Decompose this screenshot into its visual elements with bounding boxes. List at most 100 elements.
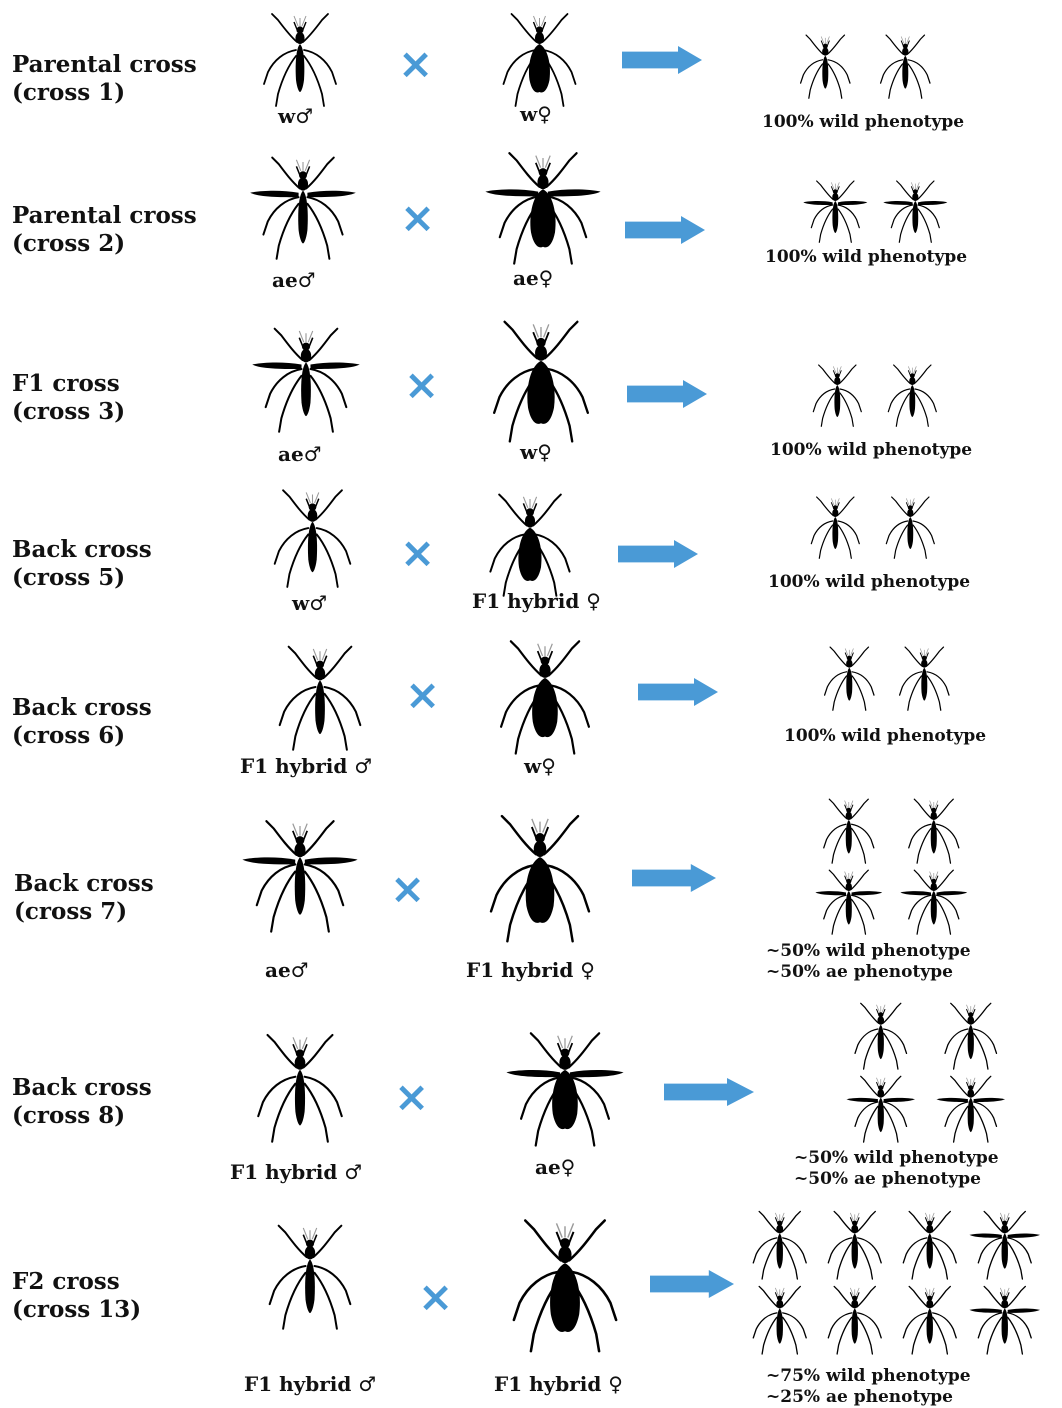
cross-symbol: ×	[394, 1072, 430, 1121]
result-arrow-icon	[618, 540, 698, 568]
cross-symbol: ×	[390, 864, 426, 913]
offspring-wild-mosquito-icon	[827, 1210, 882, 1280]
cross-row-4: Back cross (cross 5) w♂ × F1 hybrid ♀ 10…	[0, 0, 1062, 620]
cross-label: F1 cross (cross 3)	[12, 370, 125, 426]
offspring-wild-mosquito-icon	[799, 34, 851, 99]
offspring-wild-mosquito-icon	[899, 646, 950, 711]
offspring-wild-mosquito-icon	[902, 1210, 957, 1280]
female-mosquito-icon	[493, 320, 589, 443]
cross-name: F2 cross	[12, 1268, 120, 1295]
male-mosquito-icon	[268, 1224, 352, 1330]
offspring-wild-mosquito-icon	[827, 1285, 882, 1355]
phenotype-line: ~75% wild phenotype	[766, 1366, 971, 1386]
offspring-group	[795, 176, 955, 244]
cross-label: Back cross (cross 5)	[12, 536, 152, 592]
offspring-wild-mosquito-icon	[810, 496, 861, 559]
cross-symbol: ×	[400, 193, 436, 242]
female-label: F1 hybrid ♀	[466, 958, 595, 982]
phenotype-line: 100% wild phenotype	[770, 440, 973, 460]
cross-label: Back cross (cross 6)	[12, 694, 152, 750]
male-mosquito-icon	[252, 327, 360, 433]
cross-label: Parental cross (cross 2)	[12, 202, 197, 258]
male-label: w♂	[278, 104, 314, 128]
male-label: F1 hybrid ♂	[244, 1372, 377, 1396]
cross-label: Back cross (cross 7)	[14, 870, 154, 926]
offspring-phenotype-text: ~75% wild phenotype ~25% ae phenotype	[766, 1366, 971, 1408]
offspring-ae-mosquito-icon	[803, 180, 867, 243]
offspring-group	[836, 998, 1016, 1144]
offspring-wild-mosquito-icon	[752, 1285, 807, 1355]
male-mosquito-icon	[250, 156, 356, 260]
offspring-ae-mosquito-icon	[969, 1285, 1040, 1355]
male-label: F1 hybrid ♂	[230, 1160, 363, 1184]
result-arrow-icon	[625, 216, 705, 244]
offspring-phenotype-text: ~50% wild phenotype ~50% ae phenotype	[766, 941, 971, 983]
offspring-ae-mosquito-icon	[936, 1075, 1006, 1143]
female-label: ae♀	[513, 266, 554, 290]
offspring-phenotype-text: 100% wild phenotype	[770, 440, 972, 461]
offspring-ae-mosquito-icon	[815, 869, 882, 935]
offspring-wild-mosquito-icon	[812, 364, 863, 427]
female-mosquito-icon	[489, 493, 571, 597]
cross-number: (cross 13)	[12, 1296, 142, 1323]
cross-row-3: F1 cross (cross 3) ae♂ × w♀ 100% wild ph…	[0, 0, 1062, 470]
male-label: ae♂	[272, 268, 316, 292]
offspring-wild-mosquito-icon	[902, 1285, 957, 1355]
female-label: w♀	[520, 102, 552, 126]
phenotype-line: ~25% ae phenotype	[766, 1387, 953, 1407]
phenotype-line: 100% wild phenotype	[768, 572, 971, 592]
cross-name: Parental cross	[12, 202, 197, 229]
cross-symbol: ×	[418, 1272, 454, 1321]
female-mosquito-icon	[506, 1032, 624, 1147]
male-label: ae♂	[278, 442, 322, 466]
cross-number: (cross 3)	[12, 398, 126, 425]
cross-row-1: Parental cross (cross 1) w♂ × w♀ 100% wi…	[0, 0, 1062, 150]
phenotype-line: ~50% ae phenotype	[766, 962, 953, 982]
cross-name: Parental cross	[12, 51, 197, 78]
cross-label: Parental cross (cross 1)	[12, 51, 197, 107]
female-mosquito-icon	[512, 1219, 618, 1353]
cross-symbol: ×	[398, 39, 434, 88]
offspring-phenotype-text: 100% wild phenotype	[784, 726, 986, 747]
phenotype-line: ~50% wild phenotype	[794, 1148, 999, 1168]
offspring-group	[742, 1206, 1042, 1356]
male-label: F1 hybrid ♂	[240, 754, 373, 778]
cross-number: (cross 8)	[12, 1102, 126, 1129]
female-label: w♀	[520, 440, 552, 464]
offspring-wild-mosquito-icon	[907, 798, 960, 864]
result-arrow-icon	[650, 1270, 734, 1298]
cross-label: F2 cross (cross 13)	[12, 1268, 141, 1324]
female-label: w♀	[524, 754, 556, 778]
offspring-wild-mosquito-icon	[879, 34, 931, 99]
female-label: ae♀	[535, 1155, 576, 1179]
male-mosquito-icon	[257, 1033, 343, 1143]
offspring-group	[806, 794, 976, 936]
offspring-group	[798, 492, 948, 560]
male-label: w♂	[292, 591, 328, 615]
female-mosquito-icon	[485, 152, 601, 265]
female-mosquito-icon	[489, 814, 591, 943]
cross-row-2: Parental cross (cross 2) ae♂ × ae♀ 100% …	[0, 0, 1062, 300]
male-mosquito-icon	[278, 645, 362, 751]
cross-number: (cross 5)	[12, 564, 126, 591]
offspring-wild-mosquito-icon	[822, 798, 875, 864]
male-mosquito-icon	[242, 820, 358, 933]
offspring-group	[800, 360, 950, 428]
female-label: F1 hybrid ♀	[472, 589, 601, 613]
phenotype-line: 100% wild phenotype	[784, 726, 987, 746]
male-label: ae♂	[265, 958, 309, 982]
result-arrow-icon	[638, 678, 718, 706]
male-mosquito-icon	[263, 13, 337, 107]
female-label: F1 hybrid ♀	[494, 1372, 623, 1396]
offspring-ae-mosquito-icon	[883, 180, 947, 243]
cross-name: Back cross	[12, 694, 152, 721]
offspring-wild-mosquito-icon	[944, 1002, 998, 1070]
offspring-ae-mosquito-icon	[846, 1075, 916, 1143]
cross-symbol: ×	[404, 360, 440, 409]
result-arrow-icon	[622, 46, 702, 74]
offspring-wild-mosquito-icon	[824, 646, 875, 711]
offspring-group	[812, 642, 962, 712]
cross-row-5: Back cross (cross 6) F1 hybrid ♂ × w♀ 10…	[12, 640, 986, 778]
cross-number: (cross 6)	[12, 722, 126, 749]
offspring-wild-mosquito-icon	[887, 364, 938, 427]
